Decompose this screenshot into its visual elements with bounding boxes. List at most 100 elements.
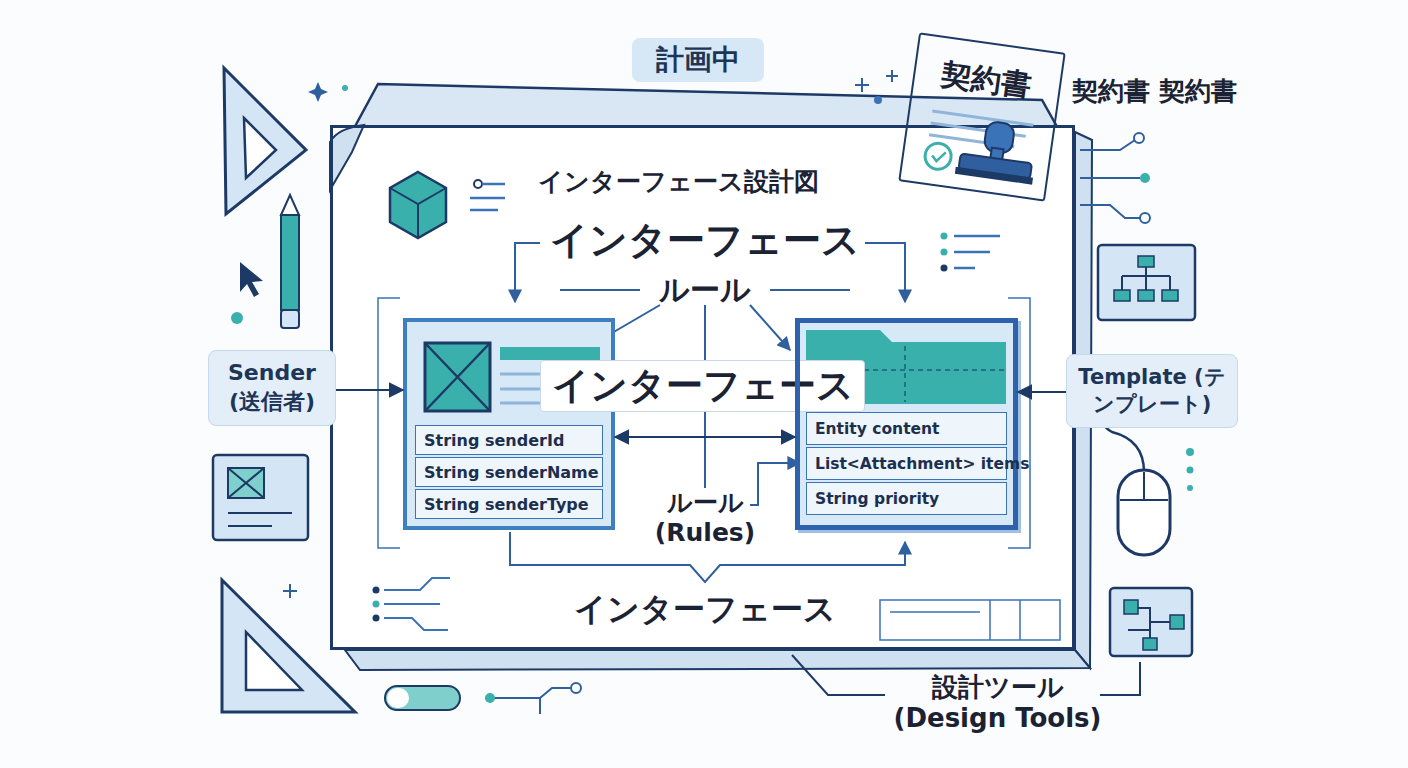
cube-icon [390,172,446,238]
flowchart-box [1124,600,1138,614]
org-chart-icon [1098,245,1195,320]
flowchart-box [1170,615,1184,629]
stamp-handle [983,121,1015,155]
sheet-paper [330,125,1075,650]
dot [1187,467,1194,474]
computer-mouse [1118,470,1170,555]
seal-mark [923,142,952,171]
wire-dot [1134,133,1144,143]
connector-arrow [1018,391,1066,393]
org-chart-box [1138,290,1154,301]
pencil-body [281,215,299,310]
rule-arrow [750,463,800,505]
bracket-line [792,655,885,695]
rule-arrow [750,305,790,350]
card-fill [795,318,1018,530]
annotation-label: インターフェース [540,218,870,264]
image-icon-line [228,468,292,526]
annotation-label: インターフェース [560,590,850,628]
mouse-line [1120,472,1168,500]
sheet-heading: インターフェース設計図 [538,165,819,198]
field-row: String senderName [415,457,603,487]
wire-dot [1140,173,1150,183]
field-row: String senderId [415,425,603,455]
rule-arrow [510,532,905,582]
field-row: String priority [806,482,1007,515]
wire-dot [941,249,948,256]
rule-arrow [865,243,905,302]
sparkle [283,584,297,598]
sparkle [855,70,898,92]
wire-dot [1140,213,1150,223]
pencil-tip [281,195,299,215]
org-chart-box [1114,290,1130,301]
annotation-label: 設計ツール (Design Tools) [885,672,1110,734]
mouse-cursor [240,262,263,297]
wire-dot [941,233,948,240]
sender-callout: Sender (送信者) [208,350,336,426]
org-chart-line [1122,266,1170,290]
stamp-body [959,153,1033,179]
seal-check [931,150,945,162]
stamp-neck [990,148,1004,162]
field-row: String senderType [415,489,603,519]
sparkle [308,82,328,102]
wire-line [485,688,570,714]
flowchart-icon [1110,588,1192,656]
wire-dot [474,180,482,188]
eraser-cap [387,688,409,708]
wire-dot [373,587,380,594]
wire-dot [373,601,380,608]
image-cross [425,343,490,411]
wire-line [470,184,505,210]
sender-class-box: String senderIdString senderNameString s… [403,318,615,530]
org-chart-box [1162,290,1178,301]
template-class-box: Entity contentList<Attachment> itemsStri… [795,318,1018,530]
connector-arrow [615,436,795,438]
set-square [222,580,355,712]
wire-dot [571,683,581,693]
cube-edge [390,188,446,238]
status-badge: 計画中 [632,38,764,82]
interface-box: インターフェース [540,360,865,412]
annotation-label: ルール [640,272,770,308]
dot [874,96,882,104]
wire-line [954,236,1000,268]
eraser [385,686,460,710]
text-placeholder [929,111,1033,149]
field-row: Entity content [806,412,1007,445]
pencil-eraser [281,310,299,328]
template-callout: Template (テンプレート) [1066,354,1238,428]
document-title: 契約書 [939,54,1062,111]
image-placeholder [425,343,490,411]
set-square-hole [246,632,302,690]
title-block-line [890,600,1020,640]
dot [342,85,348,91]
dot [231,312,243,324]
bracket-line [1100,662,1140,695]
page-curl [330,125,364,190]
annotation-label: 契約書 契約書 [1072,76,1302,107]
callout-text: Template (テンプレート) [1071,364,1233,419]
annotation-label: ルール (Rules) [650,488,760,548]
set-square [224,68,306,214]
wire-dot [941,265,948,272]
flowchart-box [1143,638,1157,650]
wire-dot [373,615,380,622]
contract-document: 契約書 [898,32,1065,201]
field-row: List<Attachment> items [806,447,1007,480]
org-chart-box [1138,256,1154,267]
rule-arrow [515,243,540,302]
image-icon [213,455,308,540]
dot [1186,448,1194,456]
connector-arrow [336,389,403,391]
dot [1187,485,1193,491]
card-fill [403,318,615,530]
rule-line [560,289,850,291]
frame-bracket [378,298,400,548]
text-placeholder [500,347,600,360]
badge-text: 計画中 [656,41,740,79]
callout-text: Sender (送信者) [213,359,331,416]
contract-art [923,111,1040,185]
interface-title: インターフェース [552,361,854,411]
